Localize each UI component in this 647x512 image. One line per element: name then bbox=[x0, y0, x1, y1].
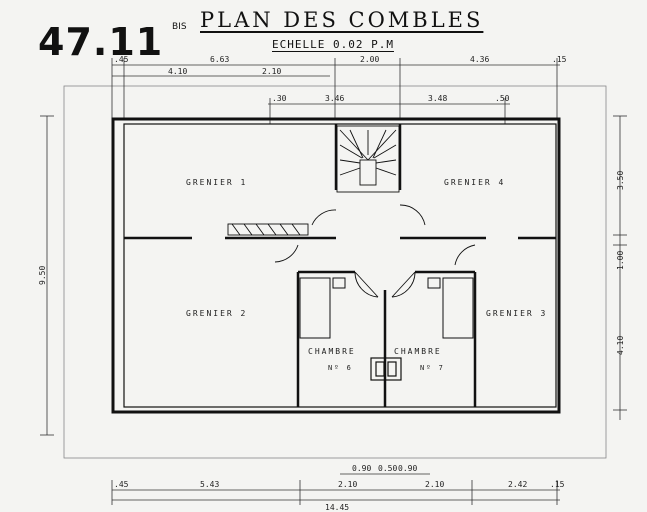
dim-bottom-4: 2.42 bbox=[508, 480, 527, 489]
dim-top-1: 6.63 bbox=[210, 55, 229, 64]
dim-inner-3: .50 bbox=[495, 94, 510, 103]
plan-number: 47.11 bbox=[38, 20, 164, 64]
dim-top-4: .15 bbox=[552, 55, 567, 64]
room-label-chambre-7: CHAMBRE bbox=[394, 347, 442, 356]
beds bbox=[299, 277, 474, 339]
plan-title: PLAN DES COMBLES bbox=[200, 8, 484, 32]
room-labels: GRENIER 1 GRENIER 4 GRENIER 2 GRENIER 3 … bbox=[186, 178, 547, 372]
dim-top-0: .45 bbox=[114, 55, 129, 64]
staircase bbox=[336, 125, 400, 193]
room-label-grenier-2: GRENIER 2 bbox=[186, 309, 247, 318]
dim-bottom-small-0: 0.90 bbox=[352, 464, 371, 473]
room-label-chambre-6: CHAMBRE bbox=[308, 347, 356, 356]
dim-right-2: 4.10 bbox=[616, 336, 625, 355]
dim-right-1: 1.00 bbox=[616, 251, 625, 270]
door-swings bbox=[274, 204, 476, 298]
room-label-grenier-3: GRENIER 3 bbox=[486, 309, 547, 318]
dim-left: 9.50 bbox=[38, 266, 47, 285]
dim-right-0: 3.50 bbox=[616, 171, 625, 190]
dimension-labels: .45 6.63 2.00 4.36 .15 4.10 2.10 .30 3.4… bbox=[38, 55, 625, 512]
hatched-bench bbox=[227, 223, 309, 236]
chimney bbox=[370, 357, 402, 381]
dim-top-sub-0: 4.10 bbox=[168, 67, 187, 76]
dim-bottom-1: 5.43 bbox=[200, 480, 219, 489]
dim-inner-2: 3.48 bbox=[428, 94, 447, 103]
dim-bottom-2: 2.10 bbox=[338, 480, 357, 489]
dim-top-sub-1: 2.10 bbox=[262, 67, 281, 76]
plan-number-suffix: BIS bbox=[172, 22, 187, 32]
dim-bottom-0: .45 bbox=[114, 480, 129, 489]
dim-bottom-5: .15 bbox=[550, 480, 565, 489]
room-label-grenier-4: GRENIER 4 bbox=[444, 178, 505, 187]
interior-walls bbox=[124, 124, 556, 407]
room-label-grenier-1: GRENIER 1 bbox=[186, 178, 247, 187]
room-number-7: Nº 7 bbox=[420, 364, 445, 372]
plan-scale: ECHELLE 0.02 P.M bbox=[272, 38, 394, 51]
dim-bottom-small-2: 0.90 bbox=[398, 464, 417, 473]
dim-bottom-total: 14.45 bbox=[325, 503, 349, 512]
dim-bottom-small-1: 0.50 bbox=[378, 464, 397, 473]
dim-inner-0: .30 bbox=[272, 94, 287, 103]
dim-top-3: 4.36 bbox=[470, 55, 489, 64]
dim-top-2: 2.00 bbox=[360, 55, 379, 64]
room-number-6: Nº 6 bbox=[328, 364, 353, 372]
dim-inner-1: 3.46 bbox=[325, 94, 344, 103]
dimension-lines bbox=[40, 58, 627, 505]
dim-bottom-3: 2.10 bbox=[425, 480, 444, 489]
exterior-walls bbox=[111, 117, 561, 414]
